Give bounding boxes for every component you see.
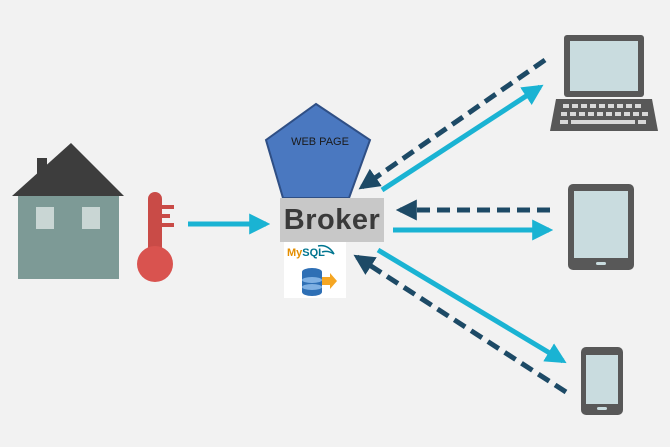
mysql-label-sql: SQL xyxy=(302,247,325,259)
phone-icon xyxy=(581,347,623,415)
webpage-pentagon xyxy=(264,102,372,199)
mysql-label-my: My xyxy=(287,247,303,259)
house-roof xyxy=(12,143,124,196)
house-wall xyxy=(18,196,119,279)
thermometer-icon xyxy=(137,192,174,282)
broker-box xyxy=(280,198,384,242)
webpage-label: WEB PAGE xyxy=(291,136,349,148)
laptop-icon xyxy=(550,35,658,131)
broker-label: Broker xyxy=(283,203,381,236)
arrow-broker-to-phone xyxy=(376,247,567,364)
tablet-icon xyxy=(568,184,634,270)
arrow-broker-to-laptop xyxy=(380,84,544,193)
house-window-left xyxy=(36,207,54,229)
house-window-right xyxy=(82,207,100,229)
arrow-phone-to-broker xyxy=(353,254,568,395)
mysql-label: MySQL xyxy=(287,247,325,259)
mysql-database-icon xyxy=(284,242,346,298)
house-icon xyxy=(12,143,124,279)
arrow-laptop-to-broker xyxy=(358,57,547,190)
